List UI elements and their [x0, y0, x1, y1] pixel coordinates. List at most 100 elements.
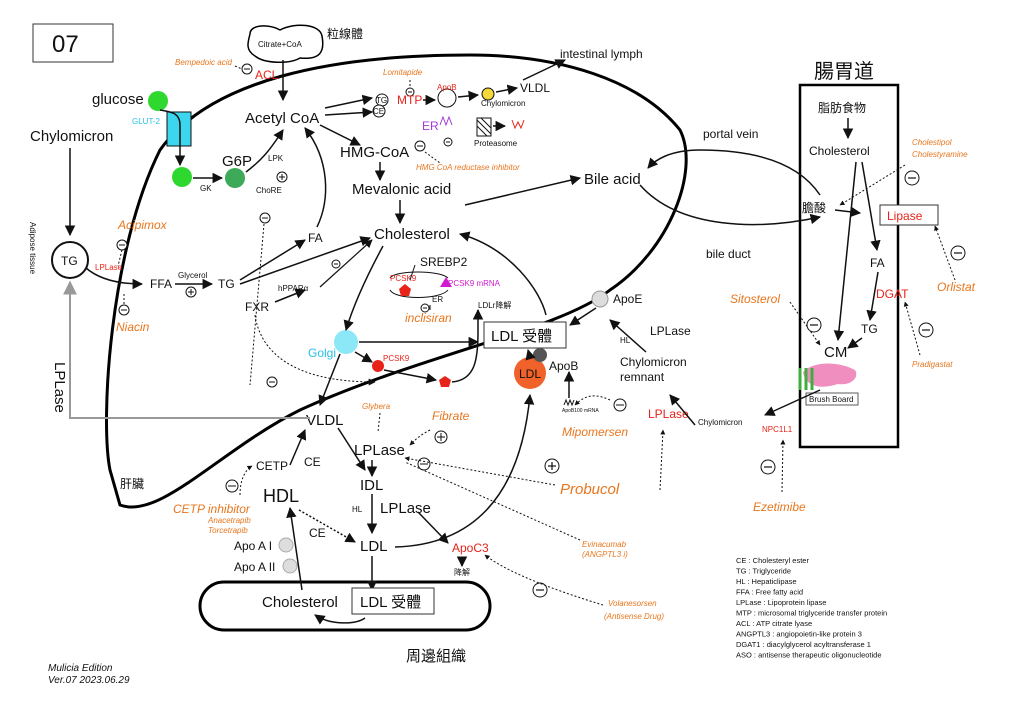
g6p-icon [225, 168, 245, 188]
probucol-label: Probucol [560, 481, 620, 498]
gi-tract-label: 腸胃道 [814, 60, 874, 83]
lplase-mid-label: LPLase [354, 442, 405, 459]
chylomicron-remnant-label-1: Chylomicron [620, 355, 687, 369]
glybera-label: Glybera [362, 402, 391, 411]
tg-top-label: TG [376, 96, 387, 105]
acetyl-coa-label: Acetyl CoA [245, 110, 319, 127]
er-top-label: ER [422, 119, 439, 133]
pcsk9-mrna-icon [440, 277, 452, 287]
lplase-right-label: LPLase [650, 324, 691, 338]
mitochondria-shape [247, 24, 324, 63]
citrate-coa-label: Citrate+CoA [258, 40, 302, 49]
cholestipol-label: Cholestipol [912, 138, 952, 147]
cholesterol-mid-label: Cholesterol [374, 226, 450, 243]
intestinal-lymph-label: intestinal lymph [560, 47, 643, 61]
lipase-box [879, 204, 939, 226]
apoe-label: ApoE [613, 292, 642, 306]
lomitapide-label: Lomitapide [383, 68, 423, 77]
cm-label: CM [824, 344, 847, 361]
vldl-top-label: VLDL [520, 81, 550, 95]
legend-entry: ASO : antisense therapeutic oligonucleot… [736, 651, 882, 660]
legend-entry: FFA : Free fatty acid [736, 588, 803, 597]
bile-salt-label: 膽酸 [802, 200, 826, 215]
lplase-vertical-label: LPLase [51, 362, 68, 413]
fxr-label: FXR [245, 300, 269, 314]
cetp-inhibitor-label: CETP inhibitor [173, 502, 251, 516]
edition-label-2: Ver.07 2023.06.29 [48, 675, 130, 686]
lplase-idl-label: LPLase [380, 500, 431, 517]
cholestyramine-label: Cholestyramine [912, 150, 968, 159]
glucose-inside-icon [172, 167, 192, 187]
npc1l1-label: NPC1L1 [762, 425, 793, 434]
hl-mid-label: HL [352, 505, 363, 514]
ldl-ball-label: LDL [519, 367, 541, 381]
evinacumab-label-2: (ANGPTL3 i) [582, 550, 628, 559]
acipimox-label: Acipimox [117, 218, 168, 232]
glut2-label: GLUT-2 [132, 117, 161, 126]
ldl-receptor-label: LDL 受體 [491, 328, 552, 345]
brush-board-label: Brush Board [809, 395, 853, 404]
ldl-low-label: LDL [360, 538, 388, 555]
ldl-ball-icon [514, 357, 546, 389]
pcsk9-1-label: PCSK9 [390, 274, 417, 283]
idl-label: IDL [360, 477, 383, 494]
hl-right-label: HL [620, 336, 631, 345]
lplase-small-label: LPLase [95, 263, 123, 272]
tg-left-label: TG [61, 254, 78, 268]
cetp-label: CETP [256, 459, 288, 473]
bempedoic-acid-label: Bempedoic acid [175, 58, 232, 67]
dietary-fat-label: 脂肪食物 [818, 100, 866, 115]
vldl-mid-label: VLDL [306, 412, 344, 429]
fa-gi-label: FA [870, 256, 885, 270]
mevalonic-acid-label: Mevalonic acid [352, 181, 451, 198]
page-number: 07 [52, 31, 79, 58]
brush-board-box [805, 392, 859, 406]
apoa1-label: Apo A I [234, 539, 272, 553]
peripheral-tissue-boundary [198, 580, 492, 632]
pcsk9-2-label: PCSK9 [383, 354, 410, 363]
brush-board-icon [803, 363, 857, 387]
pcsk9-mrna-label: PCSK9 mRNA [448, 279, 501, 288]
legend-entry: ANGPTL3 : angiopoietin-like protein 3 [736, 630, 862, 639]
chylomicron-left-label: Chylomicron [30, 128, 113, 145]
legend-entry: MTP : microsomal triglyceride transfer p… [736, 609, 887, 618]
apoa2-icon [282, 558, 298, 574]
apob-ball-icon [533, 348, 547, 362]
legend-entry: DGAT1 : diacylglycerol acyltransferase 1 [736, 640, 871, 649]
g6p-label: G6P [222, 153, 252, 170]
pcsk9-3-icon [439, 376, 451, 387]
lpk-label: LPK [268, 154, 284, 163]
apob-complex-icon [437, 88, 457, 108]
pcsk9-1-icon [399, 284, 411, 296]
glut2-transporter-icon [166, 111, 192, 147]
cholesterol-gi-label: Cholesterol [809, 144, 870, 158]
legend-entry: HL : Hepaticlipase [736, 577, 797, 586]
page-number-box [32, 23, 114, 63]
acl-label: ACL [255, 68, 279, 82]
hmg-inhibitor-label: HMG CoA reductase inhibitor [416, 163, 520, 172]
volanesorsen-label-2: (Antisense Drug) [604, 612, 664, 621]
tg-adipose-icon [51, 241, 89, 279]
hppara-label: hPPARα [278, 284, 309, 293]
apob-ball-label: ApoB [549, 359, 578, 373]
chylomicron-small-label: Chylomicron [481, 99, 525, 108]
mipomersen-label: Mipomersen [562, 425, 628, 439]
apoe-icon [591, 290, 609, 308]
edition-label-1: Mulicia Edition [48, 663, 113, 674]
hdl-label: HDL [263, 486, 299, 506]
ce-low-label: CE [309, 526, 326, 540]
fa-mid-label: FA [308, 231, 323, 245]
dgat-label: DGAT [876, 287, 909, 301]
chylomicron-remnant-label-2: remnant [620, 370, 665, 384]
apob-mrna-label: ApoB100 mRNA [562, 408, 599, 414]
inclisiran-label: inclisiran [405, 311, 452, 325]
ldl-receptor-box [483, 321, 567, 349]
liver-label: 肝臟 [120, 477, 144, 491]
bile-duct-label: bile duct [706, 247, 751, 261]
golgi-label: Golgi [308, 346, 336, 360]
glucose-label: glucose [92, 91, 144, 108]
pcsk9-2-icon [372, 360, 384, 372]
glycerol-label: Glycerol [178, 271, 208, 280]
